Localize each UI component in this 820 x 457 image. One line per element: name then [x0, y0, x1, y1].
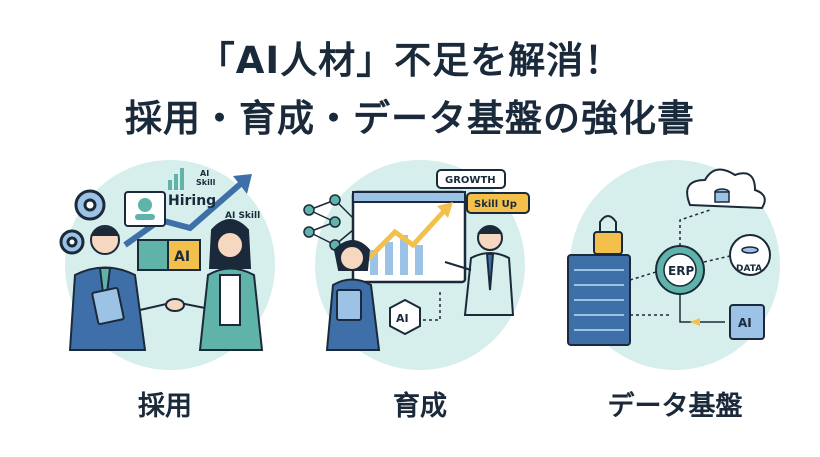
database-icon: DATA: [729, 234, 771, 276]
title-line-1: 「AI人材」不足を解消！: [197, 39, 623, 82]
cloud-icon: [686, 168, 766, 210]
connector-lines: [629, 209, 731, 323]
caption-data-platform: データ基盤: [607, 391, 743, 422]
title-line-2: 採用・育成・データ基盤の強化書: [125, 97, 695, 140]
presentation-board: [351, 190, 467, 284]
caption-training: 育成: [393, 391, 447, 422]
connector-line: [423, 290, 441, 321]
training-illustration: GROWTH Skill Up: [303, 160, 530, 370]
gear-icon: [59, 189, 106, 255]
hiring-label: Hiring: [168, 193, 216, 209]
skill-up-tag: Skill Up: [466, 192, 530, 214]
puzzle-ai-label: AI: [174, 249, 190, 265]
data-label: DATA: [736, 264, 762, 274]
growth-label: GROWTH: [445, 175, 496, 186]
neural-network-icon: [303, 194, 354, 251]
lock-icon: [593, 215, 623, 255]
trainer-figure: [444, 225, 515, 316]
arrow-icon: [690, 318, 700, 326]
ai-badge: AI: [389, 298, 421, 336]
ai-chip-icon: AI: [729, 304, 765, 340]
growth-tag: GROWTH: [436, 169, 506, 189]
handshake-icon: [139, 298, 206, 312]
puzzle-icon: AI: [137, 239, 201, 271]
growth-arrow-icon: [123, 168, 252, 248]
erp-label: ERP: [668, 264, 694, 278]
server-rack-icon: [567, 254, 631, 346]
caption-recruiting: 採用: [138, 391, 192, 422]
profile-card: [124, 191, 166, 227]
businesswoman-figure: [198, 219, 264, 351]
ai-badge-label: AI: [396, 312, 409, 325]
ai-skill-label: AI Skill: [225, 211, 260, 221]
ai-chip-label: AI: [738, 316, 752, 330]
skill-up-label: Skill Up: [474, 199, 517, 210]
businessman-figure: [68, 225, 147, 351]
erp-hub: ERP: [655, 245, 705, 295]
trainee-figure: [325, 240, 381, 351]
training-panel: GROWTH Skill Up: [295, 150, 545, 380]
data-platform-illustration: ERP DATA AI: [567, 160, 780, 370]
data-platform-panel: ERP DATA AI: [550, 150, 800, 380]
